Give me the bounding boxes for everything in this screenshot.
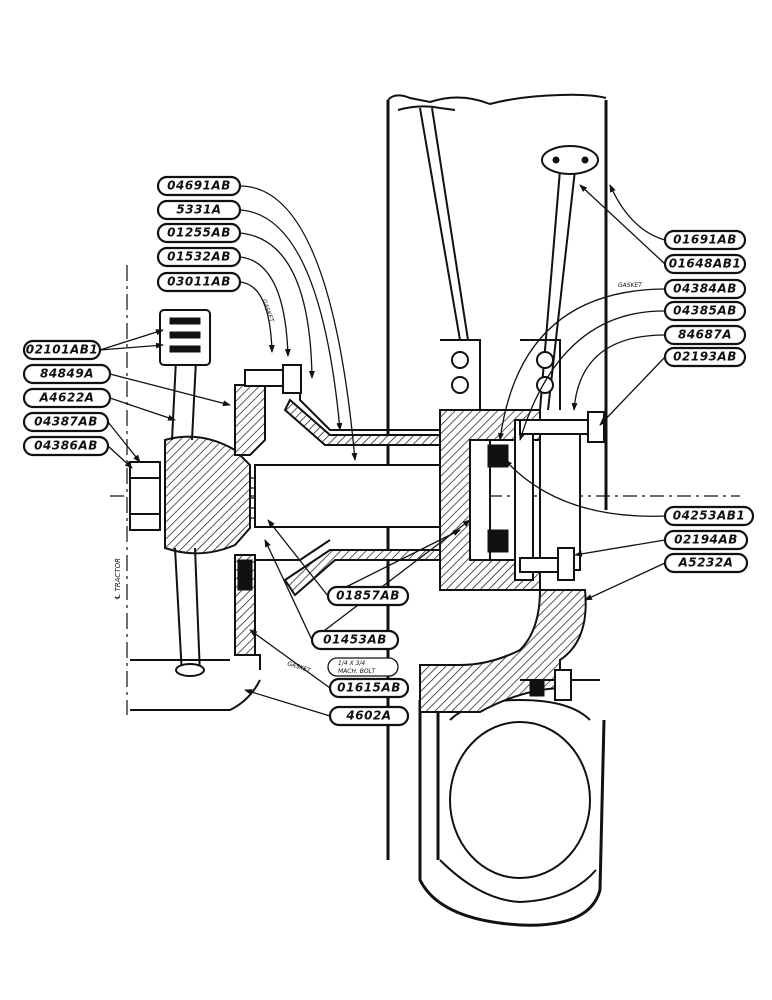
svg-text:01648AB1: 01648AB1 [669,257,742,271]
svg-text:04387AB: 04387AB [34,415,98,429]
tractor-centerline: ℄ TRACTOR [114,265,128,715]
svg-text:04386AB: 04386AB [34,439,98,453]
leader-lines [99,184,666,717]
callout-02193AB[interactable]: 02193AB [663,346,747,368]
svg-text:84849A: 84849A [40,367,94,381]
svg-text:4602A: 4602A [345,709,391,723]
svg-text:04385AB: 04385AB [673,304,737,318]
svg-text:02194AB: 02194AB [674,533,738,547]
callout-A4622A[interactable]: A4622A [22,387,112,409]
svg-text:02193AB: 02193AB [673,350,737,364]
callout-02194AB[interactable]: 02194AB [663,529,749,551]
callout-04691AB[interactable]: 04691AB [156,175,242,197]
callout-02101AB1[interactable]: 02101AB1 [22,339,102,361]
svg-text:A5232A: A5232A [678,556,734,570]
callout-01615AB[interactable]: 01615AB [328,677,410,699]
callout-04385AB[interactable]: 04385AB [663,300,747,322]
callout-4602A[interactable]: 4602A [328,705,410,727]
svg-text:01691AB: 01691AB [673,233,737,247]
svg-text:02101AB1: 02101AB1 [26,343,99,357]
bolt-note-line1: 1/4 X 3/4 [338,660,365,667]
callout-04387AB[interactable]: 04387AB [22,411,110,433]
lower-right-bolt [519,547,575,581]
gasket-note-top: GASKET [260,298,275,324]
svg-text:01857AB: 01857AB [336,589,400,603]
svg-text:84687A: 84687A [678,328,732,342]
callout-04384AB[interactable]: 04384AB [663,278,747,300]
callout-A5232A[interactable]: A5232A [663,552,749,574]
svg-text:01615AB: 01615AB [337,681,401,695]
svg-text:04691AB: 04691AB [167,179,231,193]
callout-01691AB[interactable]: 01691AB [663,229,747,251]
callout-01453AB[interactable]: 01453AB [310,629,400,651]
svg-text:03011AB: 03011AB [167,275,231,289]
callout-01532AB[interactable]: 01532AB [156,246,242,268]
callout-5331A[interactable]: 5331A [156,199,242,221]
callout-84849A[interactable]: 84849A [22,363,112,385]
callout-03011AB[interactable]: 03011AB [156,271,242,293]
callout-01255AB[interactable]: 01255AB [156,222,242,244]
top-left-bolt [244,364,302,394]
svg-text:5331A: 5331A [176,203,221,217]
top-coupling [159,309,211,366]
axle-hub-section [110,309,740,713]
callout-04386AB[interactable]: 04386AB [22,435,110,457]
svg-text:04253AB1: 04253AB1 [673,509,746,523]
callout-01648AB1[interactable]: 01648AB1 [663,253,747,275]
svg-text:01532AB: 01532AB [167,250,231,264]
callout-01857AB[interactable]: 01857AB [326,585,410,607]
bolt-note-line2: MACH. BOLT [338,668,377,675]
callout-84687A[interactable]: 84687A [663,324,747,346]
svg-text:04384AB: 04384AB [673,282,737,296]
callout-04253AB1[interactable]: 04253AB1 [663,505,755,527]
svg-text:A4622A: A4622A [39,391,95,405]
svg-text:01255AB: 01255AB [167,226,231,240]
svg-text:01453AB: 01453AB [323,633,387,647]
bolt-note-box [327,657,399,677]
tractor-centerline-label: ℄ TRACTOR [114,558,122,600]
gasket-note-right: GASKET [618,282,643,289]
wheel-rim-section [386,93,608,927]
